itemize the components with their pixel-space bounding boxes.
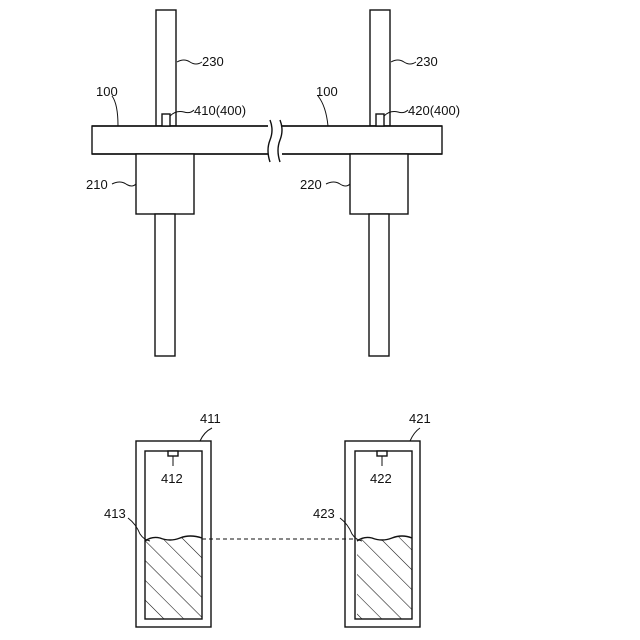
sensor-412: [168, 451, 178, 456]
left-lower-shaft: [155, 214, 175, 356]
label-421: 421: [409, 411, 431, 426]
sensor-420: [376, 114, 384, 126]
label-100-left: 100: [96, 84, 118, 99]
vial-421: [345, 441, 420, 627]
left-upper-shaft: [156, 10, 176, 126]
label-411: 411: [200, 411, 221, 426]
block-210: [136, 154, 194, 214]
right-lower-shaft: [369, 214, 389, 356]
label-230-left: 230: [202, 54, 224, 69]
label-220: 220: [300, 177, 322, 192]
label-230-right: 230: [416, 54, 438, 69]
vial-411: [136, 441, 211, 627]
block-220: [350, 154, 408, 214]
label-413: 413: [104, 506, 126, 521]
label-210: 210: [86, 177, 108, 192]
label-422: 422: [370, 471, 392, 486]
label-412: 412: [161, 471, 183, 486]
label-100-right: 100: [316, 84, 338, 99]
label-423: 423: [313, 506, 335, 521]
sensor-422: [377, 451, 387, 456]
right-upper-shaft: [370, 10, 390, 126]
label-410: 410(400): [194, 103, 246, 118]
label-420: 420(400): [408, 103, 460, 118]
sensor-410: [162, 114, 170, 126]
